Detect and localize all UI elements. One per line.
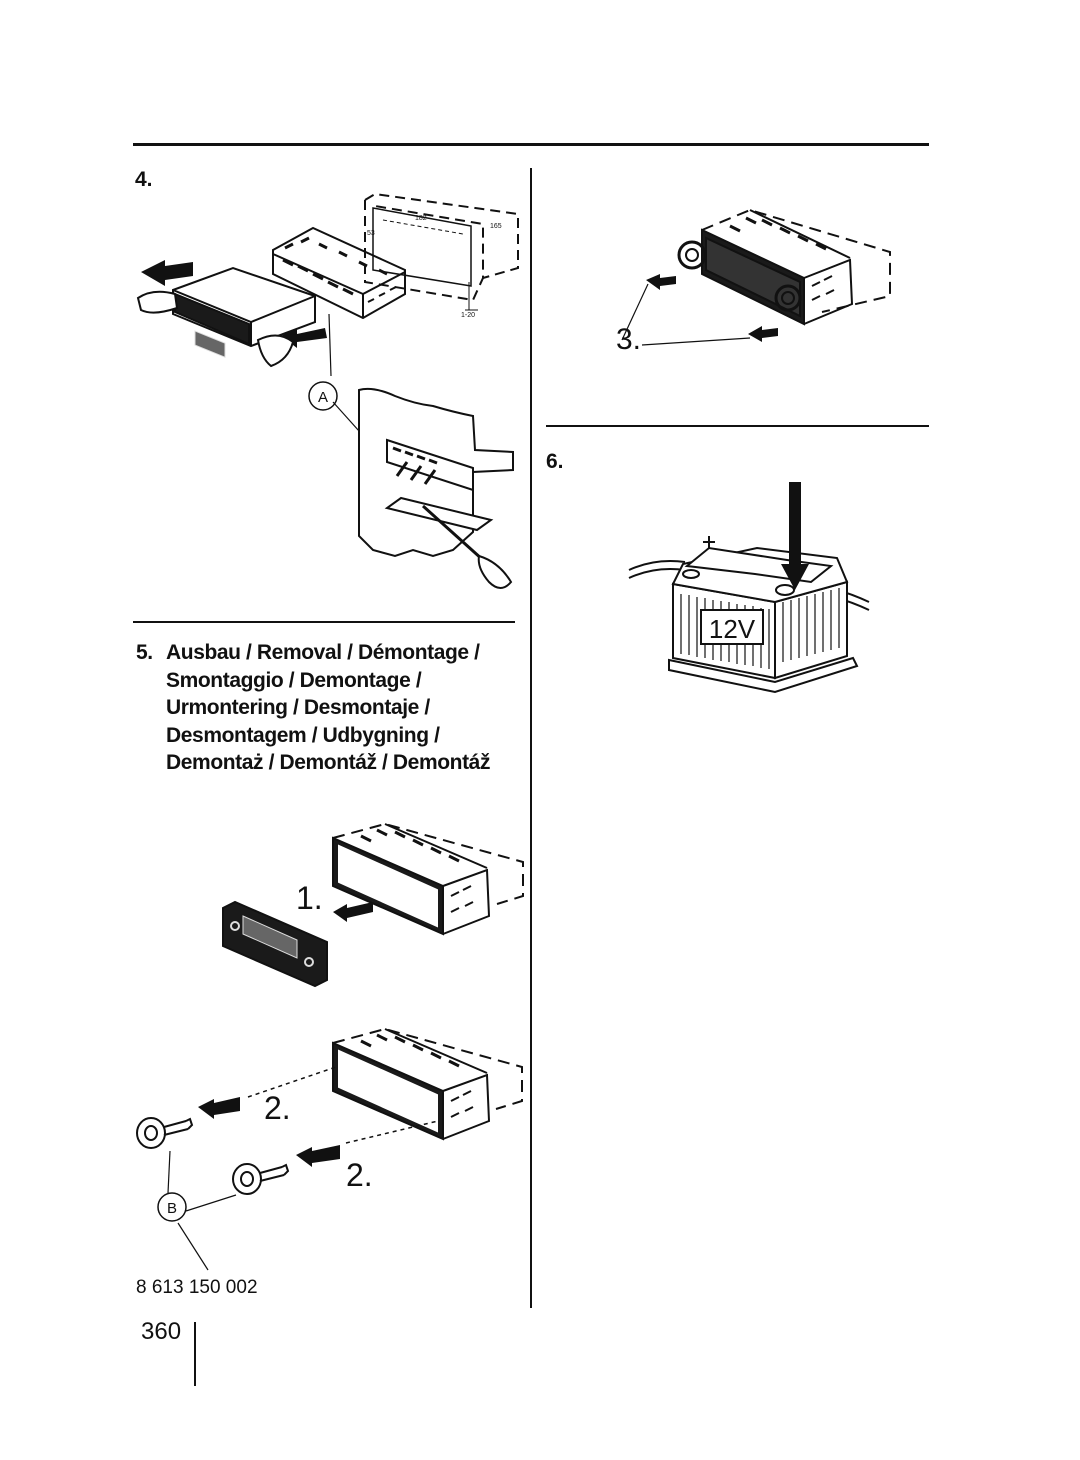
callout-a: A	[318, 389, 328, 406]
step-5-title-line-5: Demontaż / Demontáž / Demontáž	[166, 751, 491, 774]
column-divider	[530, 168, 532, 1308]
svg-text:53: 53	[367, 230, 375, 237]
step-5-title-line-3: Urmontering / Desmontaje /	[166, 696, 430, 719]
sub-step-1: 1.	[296, 880, 323, 916]
key-removal-illustration	[621, 208, 891, 346]
unit-removal-illustration: B	[136, 1027, 523, 1271]
step-5-title: 5. Ausbau / Removal / Démontage / Smontag…	[136, 639, 516, 777]
svg-text:1-20: 1-20	[461, 312, 475, 319]
step-4-label: 4.	[135, 168, 153, 191]
installation-illustration: A 182 165 53 1-20	[136, 192, 519, 589]
svg-text:165: 165	[490, 223, 502, 230]
section-divider-left	[133, 621, 515, 623]
faceplate-removal-illustration	[222, 822, 524, 988]
page-number: 360	[141, 1318, 182, 1345]
part-number: 8 613 150 002	[136, 1277, 258, 1298]
sub-step-2a: 2.	[264, 1090, 291, 1126]
section-divider-right	[546, 425, 929, 427]
step-5-title-line-2: Smontaggio / Demontage /	[166, 668, 422, 692]
sub-step-2b: 2.	[346, 1157, 373, 1193]
detail-bracket	[358, 387, 514, 589]
callout-b: B	[167, 1200, 177, 1217]
step-6-label: 6.	[546, 450, 564, 473]
step-5-label: 5.	[136, 641, 153, 664]
dimension-sketch	[364, 192, 519, 311]
mounting-cage	[272, 226, 406, 320]
svg-text:182: 182	[415, 215, 427, 222]
battery-12v-label: 12V	[709, 614, 756, 644]
battery-illustration: 12V	[628, 482, 870, 694]
page-number-bar	[194, 1322, 196, 1386]
sub-step-3: 3.	[616, 323, 642, 356]
top-rule	[133, 143, 929, 146]
step-5-title-line-1: Ausbau / Removal / Démontage /	[166, 641, 480, 664]
step-5-title-line-4: Desmontagem / Udbygning /	[166, 723, 440, 747]
